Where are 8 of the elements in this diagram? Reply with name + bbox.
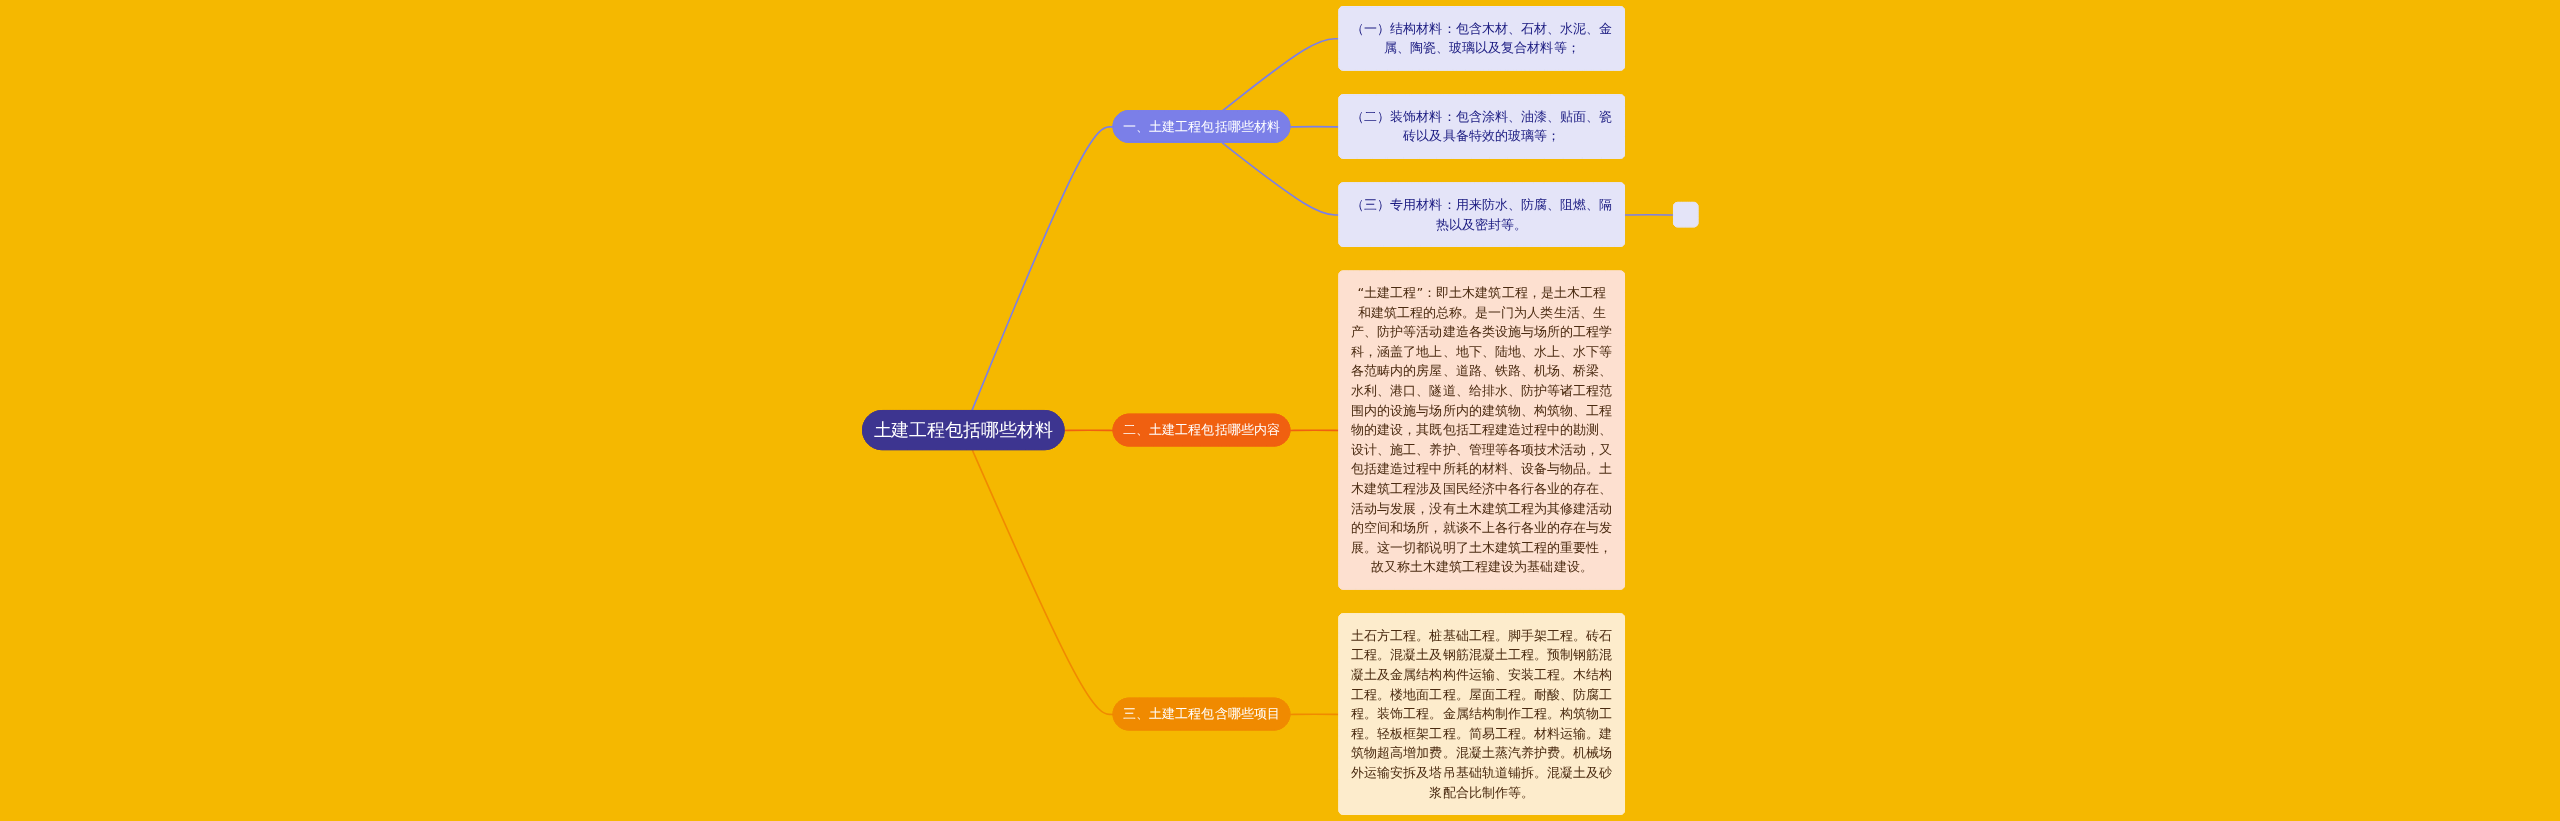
connector	[1289, 429, 1340, 432]
connector	[1623, 213, 1675, 216]
connector	[1221, 142, 1340, 216]
connector	[1289, 713, 1340, 716]
connector	[1221, 37, 1340, 112]
connector	[1063, 429, 1115, 432]
connector	[971, 449, 1115, 716]
connector	[1289, 125, 1340, 128]
